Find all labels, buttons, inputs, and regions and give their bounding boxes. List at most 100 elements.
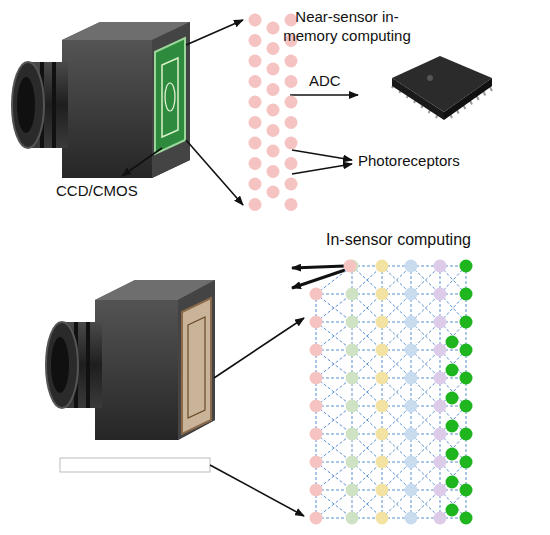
neuron-dot	[310, 316, 323, 329]
neuron-dot	[346, 400, 359, 413]
neuron-dot	[446, 392, 459, 405]
text-label: In-sensor computing	[326, 230, 471, 250]
photoreceptor-dot	[249, 75, 262, 88]
photoreceptor-dot	[249, 96, 262, 109]
photoreceptor-dot	[249, 157, 262, 170]
photoreceptor-dot	[267, 42, 280, 55]
neuron-dot	[434, 288, 447, 301]
neuron-dot	[434, 344, 447, 357]
neuron-dot	[460, 484, 473, 497]
neuron-dot	[434, 260, 447, 273]
photoreceptor-dot	[285, 55, 298, 68]
photoreceptor-dot	[285, 96, 298, 109]
neuron-dot	[434, 456, 447, 469]
neuron-dot	[376, 512, 389, 525]
photoreceptor-dot	[249, 178, 262, 191]
neuron-dot	[376, 316, 389, 329]
neuron-dot	[434, 400, 447, 413]
neuron-dot	[434, 428, 447, 441]
adc-chip	[392, 56, 492, 120]
neuron-dot	[344, 260, 357, 273]
neuron-dot	[310, 456, 323, 469]
photoreceptor-dot	[267, 145, 280, 158]
neuron-dot	[460, 428, 473, 441]
neuron-dot	[376, 344, 389, 357]
neuron-dot	[405, 288, 418, 301]
text-label: Photoreceptors	[358, 152, 460, 171]
neuron-dot	[346, 512, 359, 525]
neuron-dot	[405, 456, 418, 469]
photoreceptor-dot	[285, 157, 298, 170]
text-label: CCD/CMOS	[56, 182, 138, 201]
camera-bottom	[46, 280, 215, 472]
neuron-dot	[434, 512, 447, 525]
neuron-dot	[405, 316, 418, 329]
neuron-dot	[460, 260, 473, 273]
photoreceptor-dot	[285, 75, 298, 88]
neuron-dot	[310, 344, 323, 357]
neuron-dot	[460, 512, 473, 525]
neuron-dot	[405, 400, 418, 413]
photoreceptor-dot	[249, 14, 262, 27]
neuron-dot	[310, 512, 323, 525]
neuron-dot	[346, 372, 359, 385]
text-label: ADC	[309, 72, 341, 91]
neuron-dot	[405, 512, 418, 525]
neuron-dot	[310, 288, 323, 301]
neuron-dot	[460, 344, 473, 357]
photoreceptor-dot	[285, 137, 298, 150]
photoreceptor-dot	[267, 83, 280, 96]
leader-arrows	[122, 20, 358, 516]
neuron-dot	[446, 336, 459, 349]
neuron-dot	[346, 344, 359, 357]
neuron-dot	[376, 484, 389, 497]
neuron-dot	[346, 288, 359, 301]
neuron-dot	[376, 260, 389, 273]
neuron-dot	[310, 372, 323, 385]
neuron-dot	[446, 364, 459, 377]
neuron-dot	[310, 400, 323, 413]
neuron-dot	[460, 372, 473, 385]
neuron-dot	[434, 484, 447, 497]
photoreceptor-dot	[285, 116, 298, 129]
neuron-dot	[405, 260, 418, 273]
photoreceptor-dot	[285, 198, 298, 211]
photoreceptor-dot	[249, 137, 262, 150]
photoreceptor-dot	[249, 55, 262, 68]
network-links	[316, 266, 466, 518]
neuron-dot	[460, 456, 473, 469]
neuron-dot	[376, 372, 389, 385]
neuron-dot	[446, 448, 459, 461]
camera-top	[12, 22, 190, 178]
neuron-dot	[346, 428, 359, 441]
photoreceptor-dot	[267, 104, 280, 117]
photoreceptor-dot	[267, 124, 280, 137]
neuron-dot	[460, 288, 473, 301]
neuron-dot	[446, 476, 459, 489]
neuron-dot	[405, 428, 418, 441]
neuron-dot	[446, 420, 459, 433]
neuron-dot	[376, 456, 389, 469]
neuron-dot	[310, 428, 323, 441]
neural-network	[310, 260, 473, 525]
neuron-dot	[405, 484, 418, 497]
neuron-dot	[446, 504, 459, 517]
neuron-dot	[434, 316, 447, 329]
neuron-dot	[346, 316, 359, 329]
neuron-dot	[310, 484, 323, 497]
neuron-dot	[405, 372, 418, 385]
photoreceptor-dot	[267, 22, 280, 35]
neuron-dot	[460, 400, 473, 413]
neuron-dot	[376, 400, 389, 413]
photoreceptor-dot	[267, 63, 280, 76]
neuron-dot	[405, 344, 418, 357]
photoreceptor-dot	[267, 165, 280, 178]
photoreceptor-dot	[249, 116, 262, 129]
neuron-dot	[376, 428, 389, 441]
photoreceptor-dot	[249, 198, 262, 211]
photoreceptor-dot	[249, 34, 262, 47]
photoreceptor-dot	[267, 186, 280, 199]
neuron-dot	[434, 372, 447, 385]
